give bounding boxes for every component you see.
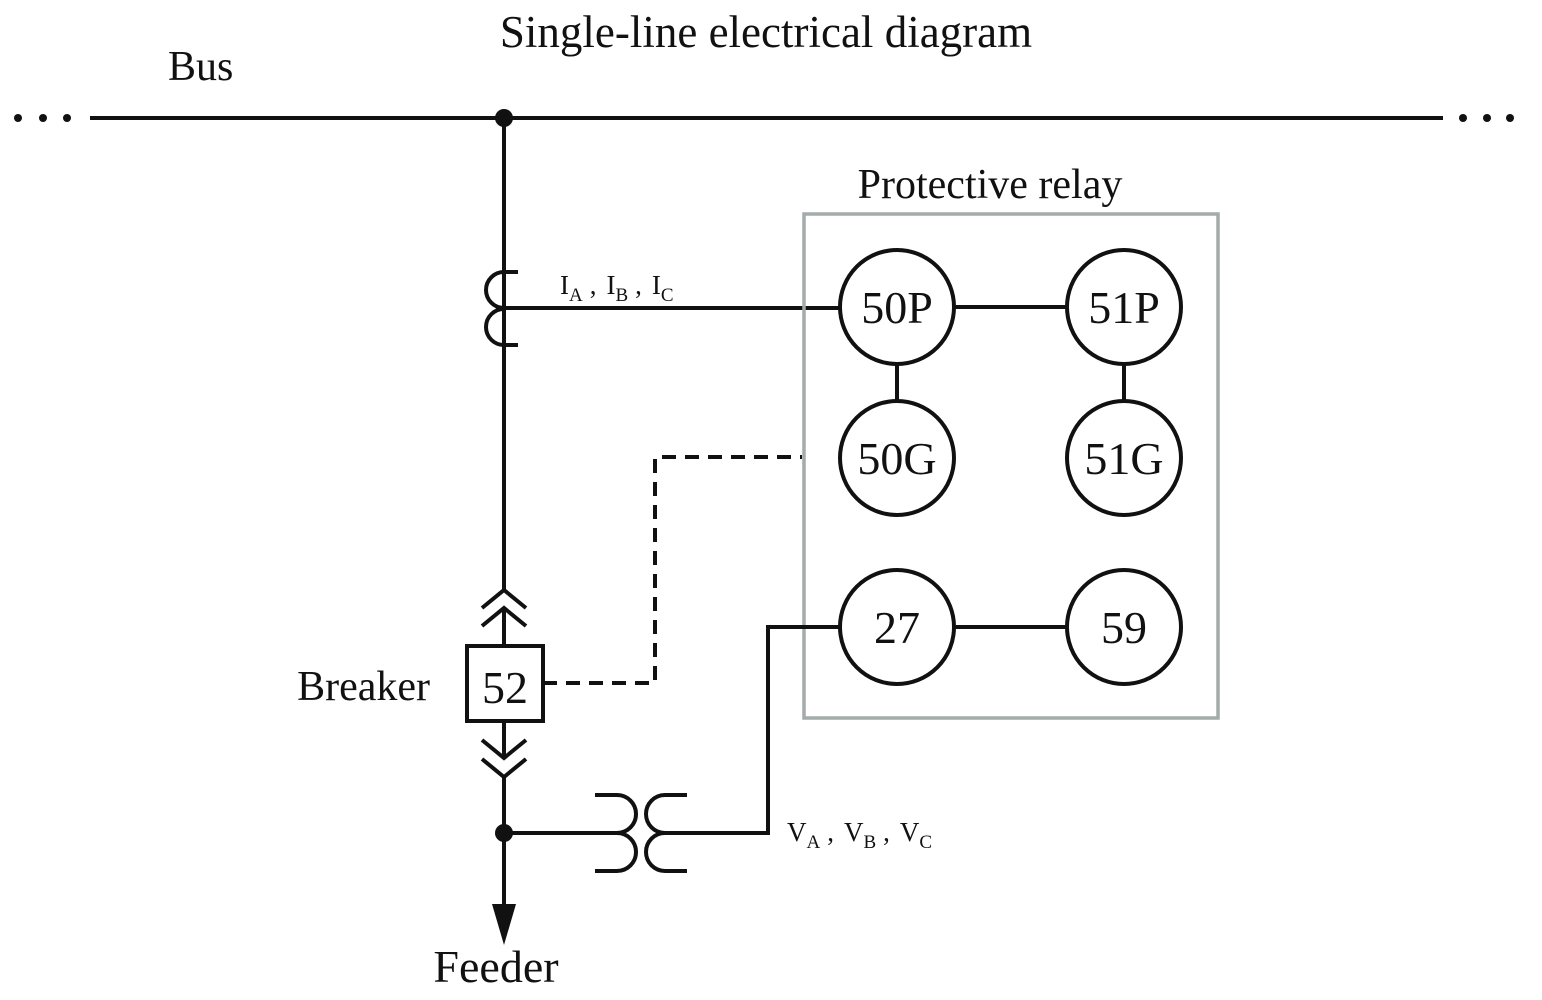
bus-line [14, 109, 1514, 127]
current-signal-label: IA,IB,IC [560, 270, 674, 306]
diagram-title: Single-line electrical diagram [500, 7, 1032, 57]
current-transformer-symbol [484, 270, 518, 347]
relay-function-51G: 51G [1065, 399, 1183, 517]
relay-function-59-label: 59 [1101, 602, 1147, 653]
relay-function-59: 59 [1065, 568, 1183, 686]
bus-continuation-dot [63, 114, 71, 122]
bus-continuation-dot [14, 114, 22, 122]
breaker-52-device: 52 [465, 644, 545, 723]
relay-function-50P: 50P [838, 248, 956, 366]
bus-continuation-dot [1483, 114, 1491, 122]
voltage-signal-line [665, 625, 840, 835]
relay-function-50G: 50G [838, 399, 956, 517]
voltage-transformer-symbol [595, 793, 687, 873]
relay-function-50G-label: 50G [857, 433, 936, 484]
breaker-52-label: 52 [482, 662, 528, 713]
relay-function-51P-label: 51P [1088, 282, 1160, 333]
relay-function-50P-label: 50P [861, 282, 933, 333]
breaker-label: Breaker [297, 664, 430, 710]
feeder-label: Feeder [433, 941, 558, 992]
voltage-signal-label: VA,VB,VC [787, 817, 932, 853]
protective-relay-label: Protective relay [858, 162, 1123, 208]
protective-relay-box [802, 212, 1220, 720]
bus-continuation-dot [1506, 114, 1514, 122]
relay-function-27: 27 [838, 568, 956, 686]
bus-continuation-dot [1459, 114, 1467, 122]
feeder-arrowhead-icon [492, 904, 516, 945]
trip-control-dashed-line [543, 455, 802, 685]
relay-function-27-label: 27 [874, 602, 920, 653]
relay-function-51P: 51P [1065, 248, 1183, 366]
relay-function-51G-label: 51G [1084, 433, 1163, 484]
relay-element-connectors [895, 305, 1126, 629]
bus-continuation-dot [39, 114, 47, 122]
bus-label: Bus [168, 44, 233, 90]
